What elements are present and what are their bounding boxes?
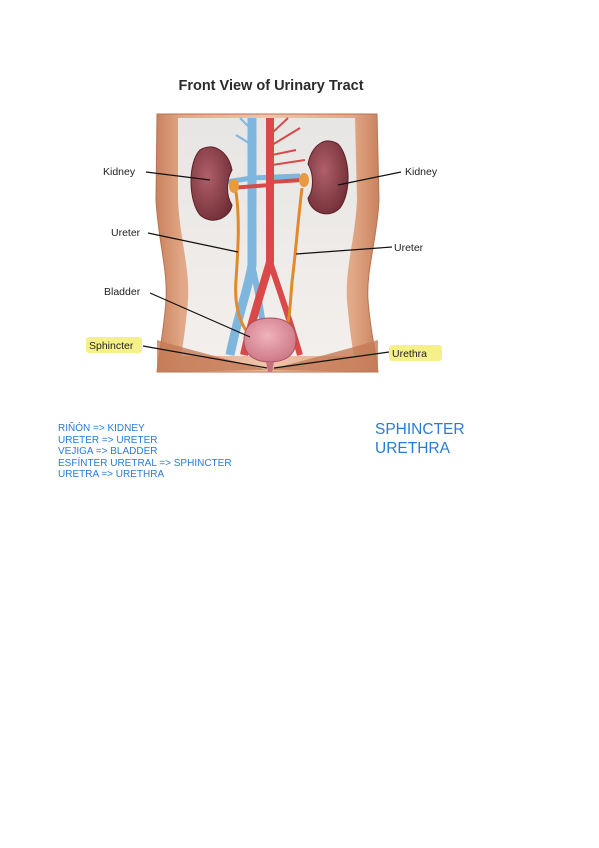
leader-lines <box>142 171 402 369</box>
label-ureter-left: Ureter <box>111 227 141 239</box>
diagram-title: Front View of Urinary Tract <box>178 78 363 94</box>
highlighted-terms-notes: SPHINCTER URETHRA <box>375 420 465 458</box>
ureters <box>234 187 304 337</box>
bladder-illustration <box>243 317 297 372</box>
label-sphincter: Sphincter <box>89 340 134 352</box>
kidneys <box>190 140 349 221</box>
label-urethra: Urethra <box>392 348 427 360</box>
glossary-line: ESFÍNTER URETRAL => SPHINCTER <box>58 457 232 469</box>
glossary-line: URETER => URETER <box>58 434 158 446</box>
glossary-line: VEJIGA => BLADDER <box>58 446 158 458</box>
label-ureter-right: Ureter <box>394 242 424 254</box>
left-kidney <box>190 146 233 221</box>
label-bladder: Bladder <box>104 286 141 298</box>
note-urethra: URETHRA <box>375 440 450 457</box>
label-kidney-left: Kidney <box>103 166 136 178</box>
sphincter-highlight <box>86 337 142 353</box>
translation-glossary: RIÑÓN => KIDNEY URETER => URETER VEJIGA … <box>58 423 232 481</box>
note-sphincter: SPHINCTER <box>375 421 465 438</box>
label-kidney-right: Kidney <box>405 166 438 178</box>
urethra-highlight <box>389 345 442 361</box>
glossary-line: URETRA => URETHRA <box>58 469 165 481</box>
right-kidney <box>307 140 349 215</box>
glossary-line: RIÑÓN => KIDNEY <box>58 423 145 434</box>
